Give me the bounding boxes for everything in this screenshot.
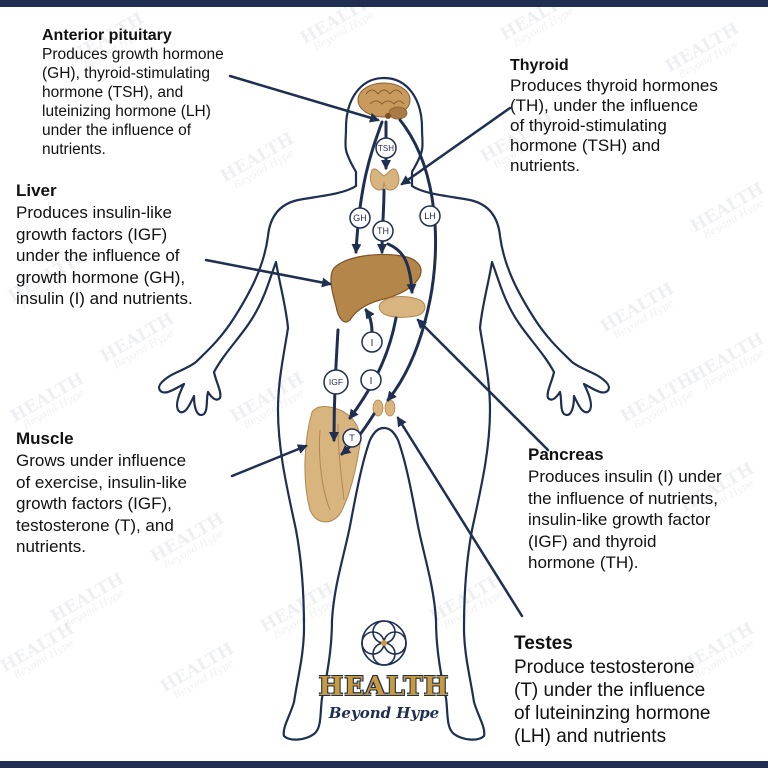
thyroid-text: Produces thyroid hormones (TH), under th… <box>510 76 718 175</box>
svg-text:IGF: IGF <box>329 377 343 387</box>
bottom-border <box>0 761 768 768</box>
muscle-pointer <box>230 444 308 478</box>
label-pancreas: Pancreas Produces insulin (I) under the … <box>528 444 763 574</box>
badge-igf: IGF <box>323 369 349 395</box>
gh-path <box>351 120 384 254</box>
testes-pointer <box>396 416 524 618</box>
label-anterior-pituitary: Anterior pituitary Produces growth hormo… <box>42 26 282 159</box>
badge-lh: LH <box>419 205 441 227</box>
badge-insulin-lower: I <box>360 369 382 391</box>
label-liver: Liver Produces insulin-like growth facto… <box>16 180 236 310</box>
anterior-pituitary-title: Anterior pituitary <box>42 27 172 44</box>
testes <box>372 399 396 417</box>
insulin-muscle-path <box>348 316 398 420</box>
label-muscle: Muscle Grows under influence of exercise… <box>16 428 236 558</box>
pancreas-text: Produces insulin (I) under the influence… <box>528 467 722 572</box>
testes-text: Produce testosterone (T) under the influ… <box>514 657 711 747</box>
liver-text: Produces insulin-like growth factors (IG… <box>16 203 193 308</box>
muscle-text: Grows under influence of exercise, insul… <box>16 451 188 556</box>
flower-of-life-icon <box>361 620 407 666</box>
insulin-liver-path <box>364 308 375 334</box>
logo-tagline: Beyond Hype <box>328 704 440 722</box>
lh-path <box>386 118 438 402</box>
logo: HEALTH Beyond Hype <box>318 618 450 722</box>
svg-text:GH: GH <box>353 213 367 223</box>
body-outline <box>158 76 610 741</box>
muscle-title: Muscle <box>16 429 74 448</box>
thyroid-gland <box>369 168 400 191</box>
brain <box>357 82 411 120</box>
th-pancreas-path <box>386 242 417 294</box>
svg-text:TH: TH <box>377 226 389 236</box>
thyroid-title: Thyroid <box>510 57 569 74</box>
testes-title: Testes <box>514 633 573 654</box>
pancreas-pointer <box>416 318 550 452</box>
top-border <box>0 0 768 7</box>
svg-text:T: T <box>349 433 355 443</box>
badge-insulin-upper: I <box>361 331 383 353</box>
svg-text:TSH: TSH <box>378 144 394 153</box>
anterior-pituitary-text: Produces growth hormone (GH), thyroid-st… <box>42 46 224 158</box>
svg-text:I: I <box>370 376 373 387</box>
badge-tsh: TSH <box>375 137 397 159</box>
label-thyroid: Thyroid Produces thyroid hormones (TH), … <box>510 56 760 176</box>
liver-title: Liver <box>16 181 57 200</box>
badge-th: TH <box>372 220 394 242</box>
th-liver-path <box>377 188 388 254</box>
thyroid-pointer <box>400 106 512 186</box>
pancreas <box>378 296 426 318</box>
logo-name: HEALTH <box>318 672 450 702</box>
svg-text:I: I <box>371 338 374 349</box>
badge-t: T <box>342 428 362 448</box>
svg-text:LH: LH <box>424 211 436 221</box>
badge-gh: GH <box>349 207 371 229</box>
pancreas-title: Pancreas <box>528 445 604 464</box>
label-testes: Testes Produce testosterone (T) under th… <box>514 632 754 748</box>
pointer-arrows <box>204 74 550 618</box>
liver-pointer <box>204 258 332 288</box>
pituitary-pointer <box>228 74 380 123</box>
thigh-muscle <box>304 406 361 523</box>
